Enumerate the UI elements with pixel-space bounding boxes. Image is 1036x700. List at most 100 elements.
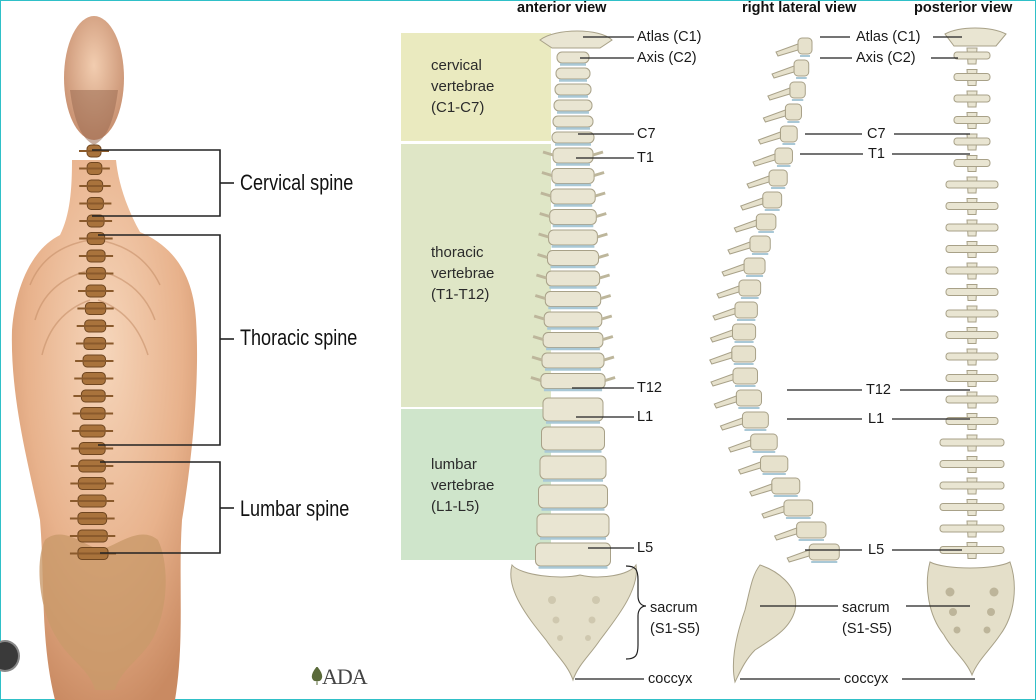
lateral-spinous-process	[727, 439, 752, 453]
posterior-transverse-process	[945, 395, 999, 404]
anterior-vertebra	[554, 83, 592, 96]
lateral-spine	[709, 37, 840, 563]
anterior-vertebra	[545, 270, 601, 287]
anterior-t1-label: T1	[637, 150, 654, 166]
thoracic-region-text: thoracic vertebrae (T1-T12)	[431, 244, 495, 303]
posterior-transverse-process	[953, 94, 991, 103]
posterior-axis-label: Axis (C2)	[856, 50, 916, 66]
anterior-rib-stub	[599, 273, 611, 280]
lateral-spinous-process	[733, 219, 757, 233]
posterior-sacral-foramina	[945, 587, 999, 634]
ada-logo: ADA	[322, 664, 368, 689]
posterior-transverse-process	[945, 223, 999, 232]
posterior-sacrum	[926, 561, 1015, 677]
posterior-sacrum-label: sacrum (S1-S5)	[842, 600, 892, 637]
lateral-vertebra	[784, 103, 802, 121]
posterior-l1-label: L1	[868, 411, 885, 427]
posterior-transverse-process	[939, 481, 1005, 490]
posterior-spine	[939, 27, 1007, 559]
anterior-vertebra	[550, 188, 596, 205]
posterior-transverse-process	[945, 331, 999, 339]
anterior-vertebra	[553, 99, 593, 112]
lateral-vertebra	[734, 301, 758, 319]
lateral-spinous-process	[786, 549, 810, 563]
lateral-spinous-process	[762, 109, 786, 123]
cervical-region-box	[401, 33, 551, 141]
lateral-vertebra	[779, 125, 798, 143]
lumbar-region-text: lumbar vertebrae (L1-L5)	[431, 456, 495, 515]
posterior-transverse-process	[953, 159, 991, 167]
lateral-vertebra	[789, 81, 806, 99]
anterior-vertebra	[536, 513, 610, 538]
cervical-region-text: cervical vertebrae (C1-C7)	[431, 57, 495, 116]
posterior-t12-label: T12	[866, 382, 891, 398]
lateral-spinous-process	[752, 153, 776, 167]
lateral-spinous-process	[709, 329, 733, 343]
lateral-spinous-process	[719, 417, 743, 431]
lateral-spinous-process	[773, 527, 798, 541]
anterior-l5-label: L5	[637, 540, 654, 556]
pelvis-shape	[39, 534, 166, 690]
lateral-spinous-process	[740, 197, 764, 211]
anterior-vertebra	[538, 484, 608, 509]
lumbar-region-box	[401, 409, 551, 560]
lateral-spinous-process	[716, 285, 740, 299]
anterior-vertebra	[541, 352, 605, 369]
anterior-rib-stub	[603, 355, 615, 362]
anterior-rib-stub	[540, 191, 552, 198]
side-nav-button[interactable]	[0, 640, 20, 672]
posterior-transverse-process	[945, 288, 999, 296]
lateral-vertebra	[731, 345, 757, 363]
lumbar-spine-label: Lumbar spine	[240, 496, 350, 521]
lateral-vertebra	[760, 455, 789, 473]
lateral-vertebra	[735, 389, 763, 407]
lateral-vertebra	[762, 191, 783, 209]
anterior-c7-label: C7	[637, 126, 656, 142]
posterior-transverse-process	[953, 51, 991, 60]
thoracic-region-box	[401, 144, 551, 407]
anterior-rib-stub	[598, 253, 609, 259]
lateral-spinous-process	[775, 43, 799, 57]
anterior-rib-stub	[592, 150, 604, 157]
logo-leaf-icon	[311, 667, 323, 685]
lateral-vertebra	[731, 323, 757, 341]
posterior-transverse-process	[953, 73, 991, 81]
anterior-axis-label: Axis (C2)	[637, 50, 697, 66]
anterior-atlas-label: Atlas (C1)	[637, 29, 702, 45]
lateral-spinous-process	[709, 351, 733, 365]
posterior-transverse-process	[945, 202, 999, 210]
posterior-transverse-process	[939, 460, 1005, 468]
anterior-sacrum	[510, 563, 637, 682]
posterior-atlas	[944, 27, 1007, 47]
cervical-spine-label: Cervical spine	[240, 170, 354, 195]
anterior-view-title: anterior view	[517, 0, 607, 16]
anterior-l1-label: L1	[637, 409, 654, 425]
lateral-spinous-process	[712, 307, 736, 321]
posterior-transverse-process	[945, 245, 999, 253]
anterior-spine	[530, 30, 616, 569]
anterior-rib-stub	[533, 314, 545, 321]
lateral-spinous-process	[721, 263, 745, 277]
posterior-t1-label: T1	[868, 146, 885, 162]
anterior-rib-stub	[542, 150, 554, 157]
posterior-l5-label: L5	[868, 542, 885, 558]
posterior-transverse-process	[953, 137, 991, 146]
anterior-vertebra	[547, 250, 599, 266]
anterior-rib-stub	[601, 314, 613, 321]
posterior-view-title: posterior view	[914, 0, 1013, 16]
lateral-spinous-process	[746, 175, 770, 189]
lateral-vertebra	[750, 433, 778, 451]
anterior-vertebra	[535, 542, 611, 567]
anterior-vertebra	[542, 397, 604, 422]
anterior-rib-stub	[534, 294, 546, 300]
anterior-rib-stub	[537, 253, 548, 259]
anterior-rib-stub	[531, 355, 543, 362]
anterior-rib-stub	[593, 171, 605, 177]
posterior-transverse-process	[945, 352, 999, 361]
lateral-vertebra	[783, 499, 814, 517]
sacrum-brace	[625, 565, 647, 660]
anterior-rib-stub	[602, 335, 614, 341]
posterior-transverse-process	[939, 503, 1005, 511]
posterior-transverse-process	[939, 438, 1005, 447]
lateral-vertebra	[797, 37, 813, 55]
